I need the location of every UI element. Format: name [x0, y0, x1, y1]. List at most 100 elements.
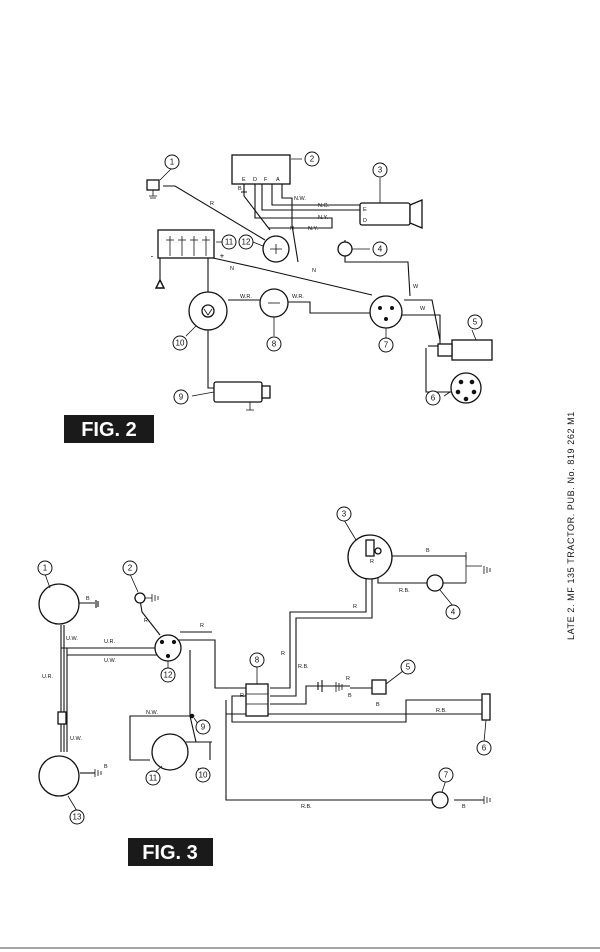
- fig3-wire-label: B: [86, 596, 90, 602]
- fig2-callout-8: 8: [266, 336, 282, 352]
- fig2-callout-2: 2: [304, 151, 320, 167]
- fig2-callout-10: 10: [172, 335, 188, 351]
- svg-text:1: 1: [170, 158, 175, 167]
- fig2-wire-label: W.R.: [292, 294, 304, 300]
- svg-text:13: 13: [73, 813, 82, 822]
- fig2-dynamo-3: [359, 199, 423, 229]
- svg-text:2: 2: [128, 564, 133, 573]
- fig2-terminal-labels: E D F A E D - +: [151, 177, 367, 261]
- fig3-wire-label: R.B.: [399, 588, 410, 594]
- svg-text:12: 12: [164, 671, 173, 680]
- fig3-callout-1: 1: [37, 560, 53, 576]
- fig3-wire-label: B: [348, 693, 352, 699]
- fig3-wire-labels: B R U.W. U.R. U.R. U.W. U.W. R R R R.B. …: [42, 548, 466, 810]
- fig3-switch-2: [134, 592, 159, 604]
- fig3-callout-4: 4: [445, 604, 461, 620]
- fig3-callout-3: 3: [336, 506, 352, 522]
- svg-text:1: 1: [43, 564, 48, 573]
- fig2-wire-label: W: [413, 284, 419, 290]
- svg-text:11: 11: [225, 238, 234, 247]
- fig2-callout-7: 7: [378, 337, 394, 353]
- fig2-terminal-label: D: [363, 218, 367, 224]
- fig3-wire-label: R.B.: [301, 804, 312, 810]
- fig2-terminal-label: E: [242, 177, 246, 183]
- fig2-callout-5: 5: [467, 314, 483, 330]
- fig2-callout-11: 11: [221, 234, 237, 250]
- svg-text:10: 10: [176, 339, 185, 348]
- fig2-control-box-2: [231, 154, 291, 185]
- fig2-wire-label: N.G.: [318, 203, 330, 209]
- svg-text:6: 6: [482, 744, 487, 753]
- fig2-wire-label: W.R.: [240, 294, 252, 300]
- svg-text:8: 8: [272, 340, 277, 349]
- fig2-sender-1: [146, 179, 160, 199]
- fig3-relay-11: [151, 733, 189, 771]
- svg-text:5: 5: [406, 663, 411, 672]
- fig3-callout-12: 12: [160, 667, 176, 683]
- fig3-callout-5: 5: [400, 659, 416, 675]
- fig2-callout-1: 1: [164, 154, 180, 170]
- svg-text:9: 9: [201, 723, 206, 732]
- fig2-switch-7: [369, 295, 403, 329]
- fig3-wire-label: B: [376, 702, 380, 708]
- svg-text:10: 10: [199, 771, 208, 780]
- fig3-inline-fuses: [57, 711, 67, 725]
- fig2-title: FIG. 2: [81, 419, 137, 441]
- fig3-components: [38, 534, 491, 809]
- fig2-polarity-plus: +: [220, 252, 225, 261]
- fig3-wire-label: B: [426, 548, 430, 554]
- fig3-wire-label: R: [281, 651, 285, 657]
- fig2-gauge-8: [259, 288, 289, 318]
- fig3-wire-label: B: [104, 764, 108, 770]
- fig2-callout-3: 3: [372, 162, 388, 178]
- fig3-callouts: 1 2 3 4 5 6 7 8 9 10 11 12 13: [37, 506, 492, 825]
- fig3-wire-label: R.B.: [436, 708, 447, 714]
- svg-text:4: 4: [378, 245, 383, 254]
- fig2-wire-labels: R N.W. N.G. N.Y. N.Y. N N W W W.R. W.R. …: [210, 186, 426, 312]
- fig3-wires: [60, 555, 484, 801]
- fig2-terminal-label: F: [264, 177, 268, 183]
- svg-text:7: 7: [384, 341, 389, 350]
- fig3-wire-label: U.W.: [70, 736, 82, 742]
- fig3-lamp-3: [347, 534, 393, 580]
- svg-text:5: 5: [473, 318, 478, 327]
- fig2-coil-5: [437, 339, 493, 361]
- svg-text:9: 9: [179, 393, 184, 402]
- fig2-callout-12: 12: [238, 234, 254, 250]
- fig3-horn-1: [38, 583, 80, 625]
- svg-text:8: 8: [255, 656, 260, 665]
- fig2-callout-6: 6: [425, 390, 441, 406]
- fig3-fuse-6: [481, 693, 491, 721]
- fig2-terminal-label: E: [363, 207, 367, 213]
- fig3-wire-label: U.W.: [66, 636, 78, 642]
- fig2-wire-label: N.Y.: [318, 215, 328, 221]
- fig3-wire-label: N.W.: [146, 710, 158, 716]
- fig3-title-badge: FIG. 3: [128, 838, 213, 866]
- svg-text:11: 11: [149, 774, 158, 783]
- fig3-lamp-7: [431, 791, 449, 809]
- svg-text:4: 4: [451, 608, 456, 617]
- fig2-wire-label: N.W.: [294, 196, 306, 202]
- fig2-title-badge: FIG. 2: [64, 415, 154, 443]
- fig3-connector-5: [371, 679, 387, 695]
- fig3-wire-label: U.W.: [104, 658, 116, 664]
- svg-text:6: 6: [431, 394, 436, 403]
- fig3-wire-label: R: [240, 693, 244, 699]
- fig2-lamp-switch-12: [262, 235, 290, 263]
- fig2-diagram: R N.W. N.G. N.Y. N.Y. N N W W W.R. W.R. …: [64, 151, 493, 443]
- fig3-callout-6: 6: [476, 740, 492, 756]
- fig2-terminal-label: D: [253, 177, 257, 183]
- fig3-ground-symbols: [94, 552, 491, 804]
- svg-text:7: 7: [444, 771, 449, 780]
- fig3-wire-label: U.R.: [104, 639, 115, 645]
- fig2-starter-9: [213, 381, 271, 411]
- fig2-wire-label: N: [290, 226, 294, 232]
- fig2-wire-label: W: [420, 306, 426, 312]
- fig3-wire-label: R: [353, 604, 357, 610]
- fig2-solenoid-10: [188, 291, 228, 331]
- fig3-wire-label: R.B.: [298, 664, 309, 670]
- fig3-switch-12: [154, 634, 182, 662]
- svg-text:2: 2: [310, 155, 315, 164]
- fig2-callouts: 1 2 3 4 5 6 7 8 9 10 11 12: [159, 151, 483, 406]
